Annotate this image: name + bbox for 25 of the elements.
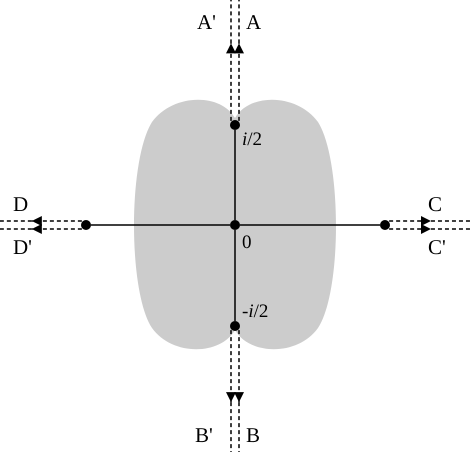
line: [234, 130, 236, 220]
arrow: [32, 216, 82, 226]
line: [234, 230, 236, 321]
edge-label: A: [246, 12, 262, 33]
edge-label: B: [246, 425, 260, 446]
point-label: 0: [242, 233, 252, 252]
edge-label: C: [428, 194, 442, 215]
arrow: [32, 224, 82, 234]
arrow: [226, 43, 236, 121]
point-label: -i/2: [242, 302, 268, 321]
point-dot: [81, 220, 91, 230]
edge-label: C': [428, 237, 446, 258]
arrow: [389, 224, 431, 234]
line: [91, 224, 230, 226]
arrow: [226, 330, 236, 402]
point-label: i/2: [242, 130, 262, 149]
edge-label: D': [13, 237, 32, 258]
point-dot: [380, 220, 390, 230]
edge-label: D: [13, 194, 28, 215]
edge-label: B': [195, 425, 213, 446]
arrow: [234, 43, 244, 121]
arrow: [389, 216, 431, 226]
edge-label: A': [197, 12, 216, 33]
arrow: [234, 330, 244, 402]
line: [240, 224, 380, 226]
